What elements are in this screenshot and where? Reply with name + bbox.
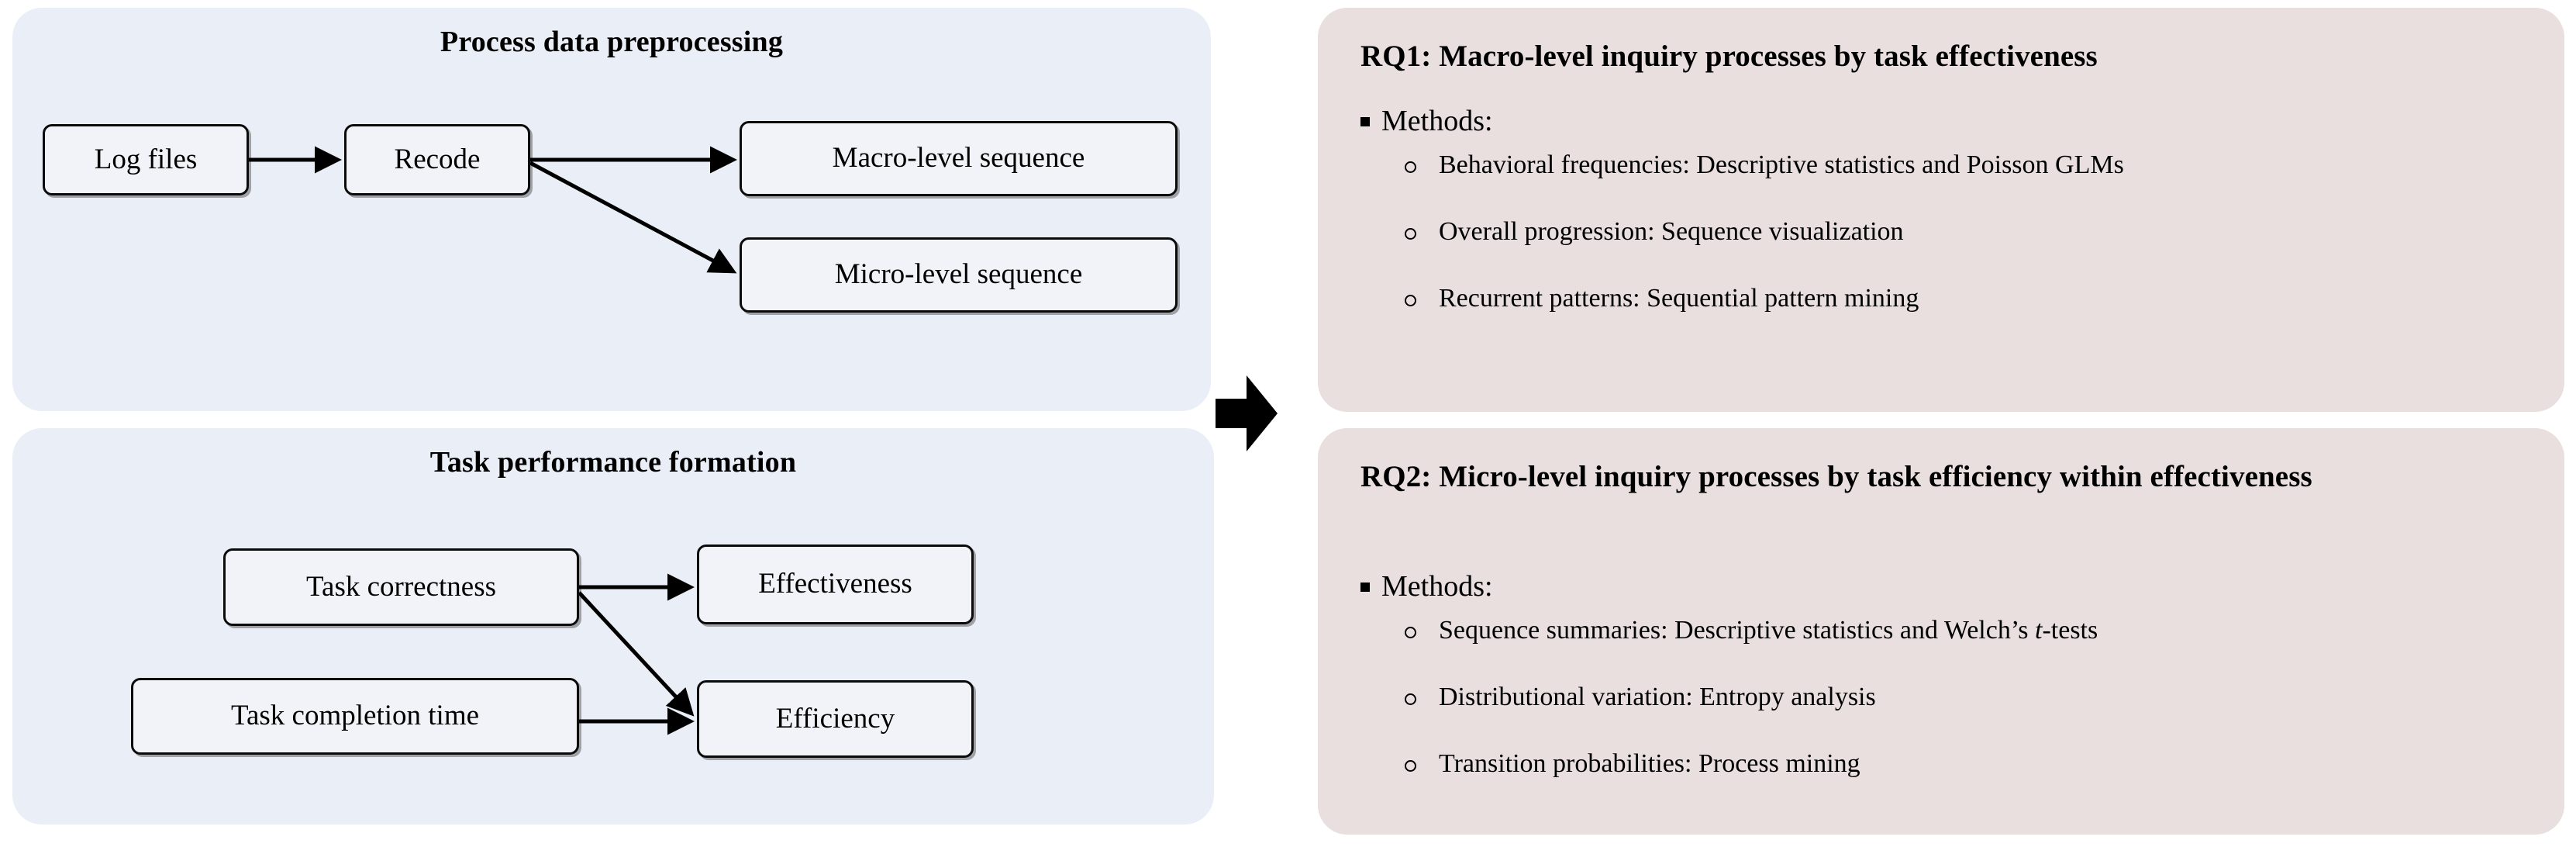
rq1-method-text-1: Behavioral frequencies: Descriptive stat…: [1439, 150, 2124, 179]
rq2-method-item-3: Transition probabilities: Process mining: [1403, 751, 2535, 777]
right-block-arrow-icon: [1216, 375, 1278, 451]
arrow-recode-to-micro: [529, 161, 737, 274]
rq1-methods-label: Methods:: [1360, 104, 1493, 138]
rq2-method-text-1-pre: Sequence summaries: Descriptive statisti…: [1439, 616, 2036, 645]
flow-box-recode[interactable]: Recode: [344, 124, 530, 195]
circle-bullet-icon: [1405, 161, 1416, 173]
flow-box-task-completion-time[interactable]: Task completion time: [131, 678, 579, 755]
circle-bullet-icon: [1405, 627, 1416, 638]
square-bullet-icon: [1360, 583, 1370, 592]
rq2-methods-label-text: Methods:: [1381, 570, 1493, 603]
panel-process-data-preprocessing: Process data preprocessing Log files Rec…: [12, 8, 1211, 411]
panel-rq2: RQ2: Micro-level inquiry processes by ta…: [1318, 428, 2564, 835]
performance-arrow-layer: [578, 573, 695, 735]
circle-bullet-icon: [1405, 760, 1416, 772]
square-bullet-icon: [1360, 117, 1370, 126]
rq1-method-list: Behavioral frequencies: Descriptive stat…: [1403, 152, 2535, 352]
rq1-heading: RQ1: Macro-level inquiry processes by ta…: [1360, 40, 2098, 73]
rq1-method-item-2: Overall progression: Sequence visualizat…: [1403, 219, 2535, 245]
rq2-method-list: Sequence summaries: Descriptive statisti…: [1403, 617, 2535, 818]
rq2-method-text-3: Transition probabilities: Process mining: [1439, 749, 1860, 778]
rq1-method-item-3: Recurrent patterns: Sequential pattern m…: [1403, 285, 2535, 312]
panel-rq1: RQ1: Macro-level inquiry processes by ta…: [1318, 8, 2564, 412]
rq1-method-text-3: Recurrent patterns: Sequential pattern m…: [1439, 284, 1919, 313]
panel-task-performance-formation: Task performance formation Task correctn…: [12, 428, 1214, 825]
rq1-methods-label-text: Methods:: [1381, 105, 1493, 137]
rq2-method-item-1: Sequence summaries: Descriptive statisti…: [1403, 617, 2535, 644]
rq2-method-text-1-italic: t: [2035, 616, 2043, 645]
circle-bullet-icon: [1405, 693, 1416, 705]
rq1-method-item-1: Behavioral frequencies: Descriptive stat…: [1403, 152, 2535, 178]
rq2-method-item-2: Distributional variation: Entropy analys…: [1403, 684, 2535, 710]
flow-box-macro-level-sequence[interactable]: Macro-level sequence: [740, 121, 1178, 196]
circle-bullet-icon: [1405, 295, 1416, 306]
preprocessing-arrow-layer: [249, 146, 737, 274]
flow-box-micro-level-sequence[interactable]: Micro-level sequence: [740, 237, 1178, 313]
circle-bullet-icon: [1405, 228, 1416, 240]
rq2-method-text-1-post: -tests: [2042, 616, 2098, 645]
rq2-methods-label: Methods:: [1360, 569, 1493, 603]
panel-title-preprocessing: Process data preprocessing: [440, 26, 784, 58]
arrow-correctness-to-efficiency: [578, 591, 695, 717]
flow-box-task-correctness[interactable]: Task correctness: [223, 548, 579, 626]
flow-box-log-files[interactable]: Log files: [43, 124, 249, 195]
flow-box-effectiveness[interactable]: Effectiveness: [697, 544, 974, 624]
rq1-method-text-2: Overall progression: Sequence visualizat…: [1439, 217, 1904, 246]
panel-title-performance: Task performance formation: [429, 446, 797, 479]
rq2-method-text-2: Distributional variation: Entropy analys…: [1439, 683, 1876, 711]
flow-box-efficiency[interactable]: Efficiency: [697, 680, 974, 758]
rq2-heading: RQ2: Micro-level inquiry processes by ta…: [1360, 460, 2312, 493]
